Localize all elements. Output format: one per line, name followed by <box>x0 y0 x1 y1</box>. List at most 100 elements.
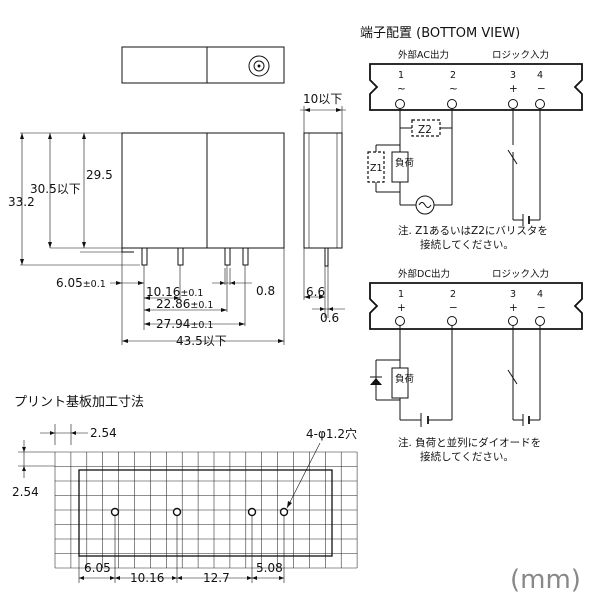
front-view-step <box>121 248 134 253</box>
pcb-grid-h: 2.54 <box>90 426 117 440</box>
front-view-body <box>121 132 285 249</box>
pcb-dim-508: 5.08 <box>256 561 283 575</box>
pcb-outline <box>78 469 333 557</box>
dim-1016-value: 10.16 <box>146 285 180 299</box>
dim-605-value: 6.05 <box>56 276 83 290</box>
ac-z2-label: Z2 <box>418 124 432 136</box>
dc-terminal-4 <box>535 316 545 326</box>
pcb-hole-2 <box>172 507 182 517</box>
dc-terminal-2 <box>447 316 457 326</box>
ac-terminal-diagram: 外部AC出力 ロジック入力 1 2 3 4 ~ ~ + − Z2 負荷 Z1 <box>367 49 583 251</box>
dim-pin1-offset: 6.05±0.1 <box>56 276 106 290</box>
pin-2 <box>177 247 184 266</box>
dim-605-tol: ±0.1 <box>83 279 106 290</box>
pcb-grid <box>54 451 358 569</box>
pcb-hole-leader <box>286 442 321 509</box>
dim-1016-tol: ±0.1 <box>180 288 203 299</box>
front-view <box>121 132 285 266</box>
dim-2286-value: 22.86 <box>156 297 190 311</box>
pin-4 <box>242 247 249 266</box>
ac-switch-icon <box>507 149 518 165</box>
dc-terminal-3 <box>508 316 518 326</box>
dc-pin-4-sign: − <box>537 302 546 314</box>
dim-2794-tol: ±0.1 <box>190 320 213 331</box>
dc-pin-2-no: 2 <box>450 289 456 300</box>
unit-label: (mm) <box>510 565 581 595</box>
ac-terminal-2 <box>447 99 457 109</box>
dim-06-arrows <box>320 307 333 311</box>
dc-terminal-1 <box>395 316 405 326</box>
ac-pin-3-sign: + <box>509 83 518 95</box>
dim-pitch-27: 27.94±0.1 <box>156 317 213 331</box>
dc-output-label: 外部DC出力 <box>398 268 450 280</box>
top-view-outline <box>121 46 285 84</box>
ac-pin-4-no: 4 <box>537 70 543 81</box>
pcb-dim-605: 6.05 <box>84 561 111 575</box>
dc-pin-1-no: 1 <box>398 289 404 300</box>
ac-z1-label: Z1 <box>370 163 383 174</box>
dc-pin-2-sign: − <box>449 302 458 314</box>
pcb-hole-label: 4-φ1.2穴 <box>306 426 357 441</box>
dim-pin-thickness: 0.6 <box>320 311 339 325</box>
ac-pin-3-no: 3 <box>510 70 516 81</box>
dc-note-line1: 注. 負荷と並列にダイオードを <box>398 436 541 449</box>
ac-output-label: 外部AC出力 <box>398 49 449 61</box>
dim-605-arrows <box>116 281 144 285</box>
ac-sine-icon <box>418 202 432 208</box>
dim-total-width: 43.5以下 <box>176 334 227 348</box>
width-dimensions: 6.05±0.1 10.16±0.1 22.86±0.1 27.94±0.1 4… <box>56 248 285 348</box>
ac-terminal-1 <box>395 99 405 109</box>
dc-note-line2: 接続してください。 <box>420 450 514 463</box>
dim-2794-value: 27.94 <box>156 317 190 331</box>
pcb-dim-v-arrows <box>22 447 26 471</box>
top-view-ring-inner <box>253 60 265 72</box>
ac-input-label: ロジック入力 <box>492 49 549 61</box>
ac-pin-4-sign: − <box>537 83 546 95</box>
pcb-dim-1016: 10.16 <box>130 571 164 585</box>
side-view-body <box>303 132 343 249</box>
dim-pin-width: 0.8 <box>256 284 275 298</box>
pcb-dim-127: 12.7 <box>203 571 230 585</box>
pcb-grid-v: 2.54 <box>12 485 39 499</box>
top-view-ring <box>248 55 270 77</box>
terminal-title: 端子配置 (BOTTOM VIEW) <box>360 26 520 41</box>
pcb-chain-arrows <box>79 576 284 580</box>
pin-1 <box>141 247 148 266</box>
dc-pin-1-sign: + <box>397 302 406 314</box>
dim-body-height: 30.5以下 <box>30 182 81 196</box>
ac-pin-2-sign: ~ <box>449 83 458 95</box>
ac-pin-1-no: 1 <box>398 70 404 81</box>
pcb-hole-4 <box>279 507 289 517</box>
side-view-pin <box>324 247 329 267</box>
ac-pin-2-no: 2 <box>450 70 456 81</box>
side-view: 10以下 6.6 0.6 <box>300 92 346 325</box>
dc-diode-icon <box>370 378 382 385</box>
pcb-dimensions: 2.54 2.54 4-φ1.2穴 6.05 10.16 12.7 5.08 <box>12 424 357 585</box>
dim-2286-tol: ±0.1 <box>190 300 213 311</box>
dc-pin-4-no: 4 <box>537 289 543 300</box>
ac-terminal-outline <box>369 63 583 111</box>
ac-terminal-4 <box>535 99 545 109</box>
pcb-hole-3 <box>247 507 257 517</box>
dim-pitch-10: 10.16±0.1 <box>146 285 203 299</box>
dim-thickness: 10以下 <box>303 92 342 106</box>
ac-note-line2: 接続してください。 <box>420 238 514 251</box>
ac-pin-1-sign: ~ <box>397 83 406 95</box>
dim-66-arrows <box>304 295 325 299</box>
top-view <box>121 46 285 84</box>
ac-z2-box <box>411 119 441 137</box>
dim-side-offset: 6.6 <box>306 285 325 299</box>
ac-load-label: 負荷 <box>395 157 415 169</box>
dc-input-label: ロジック入力 <box>492 268 549 280</box>
dim-08-arrows <box>220 281 235 285</box>
dim-pitch-22: 22.86±0.1 <box>156 297 213 311</box>
pcb-hole-1 <box>110 507 120 517</box>
dc-switch-icon <box>507 369 518 385</box>
pcb-title: プリント基板加工寸法 <box>14 395 144 410</box>
ac-note-line1: 注. Z1あるいはZ2にバリスタを <box>398 224 548 237</box>
dim-body-height2: 29.5 <box>86 168 113 182</box>
pcb-grid-lines <box>54 451 358 569</box>
height-dimensions: 33.2 30.5以下 29.5 <box>8 132 140 266</box>
dc-load-label: 負荷 <box>395 373 415 385</box>
